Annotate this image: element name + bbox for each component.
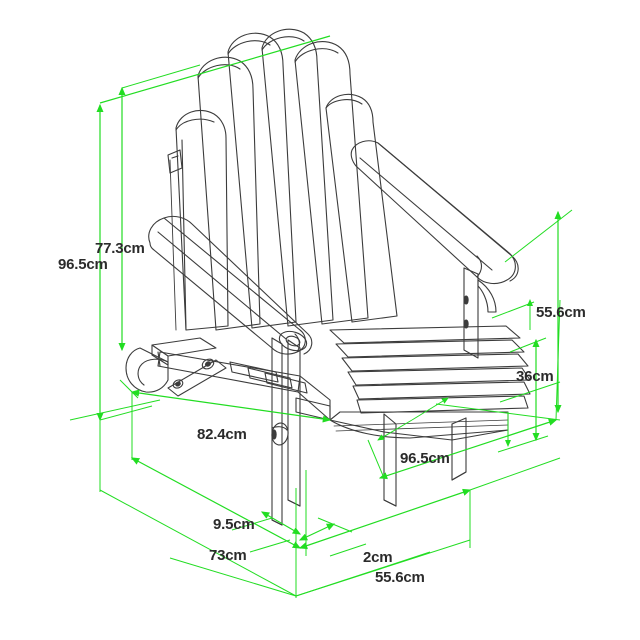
ext-line-depth-left <box>119 379 139 399</box>
left-arm-hinge <box>278 330 308 352</box>
back-slat-3 <box>227 32 297 329</box>
left-small-bracket <box>151 337 217 366</box>
ext-line-95-b <box>249 539 291 553</box>
left-armrest <box>148 215 313 355</box>
left-rear-leg <box>271 337 283 526</box>
dim-label-back-height: 77.3cm <box>95 240 145 257</box>
ext-line-top-inner <box>121 64 201 89</box>
dim-line-seat-width <box>378 418 558 480</box>
back-slat-5 <box>294 41 369 325</box>
dim-label-arm-height: 55.6cm <box>536 304 586 321</box>
ext-line-arm-top <box>504 209 573 263</box>
dim-label-base-depth: 73cm <box>209 547 247 564</box>
seat-rear-slats <box>229 361 308 394</box>
dim-label-seat-width: 96.5cm <box>400 450 450 467</box>
chair-linework <box>125 28 531 526</box>
ext-line-vframe-left <box>169 557 297 597</box>
seat-apron <box>329 413 509 441</box>
dim-arrow-leg-a <box>377 419 413 441</box>
ext-line-bru-1 <box>435 403 561 421</box>
right-front-leg <box>383 413 397 507</box>
dim-line-overall-depth <box>130 389 332 423</box>
seat-slats <box>329 325 531 414</box>
front-stretcher <box>295 397 331 421</box>
left-linkage-bar <box>167 358 227 397</box>
seat-side-rail-left <box>157 351 331 421</box>
dim-line-base-width <box>298 488 472 550</box>
dim-label-seat-height: 36cm <box>516 368 554 385</box>
right-arm-post <box>463 267 479 359</box>
ext-line-left-base-a <box>69 399 161 421</box>
dim-label-base-width: 55.6cm <box>375 569 425 586</box>
left-front-leg <box>287 339 301 507</box>
dim-label-overall-height: 96.5cm <box>58 256 108 273</box>
dim-label-slat-thickness: 2cm <box>363 549 393 566</box>
back-slat-4 <box>261 28 334 327</box>
dim-line-base-depth-outer <box>99 489 297 597</box>
back-slat-6 <box>325 93 398 323</box>
ext-line-seat-height-top <box>509 337 547 353</box>
ext-line-seat-height-bot <box>497 435 549 453</box>
dim-label-overall-depth: 82.4cm <box>197 426 247 443</box>
dim-arrow-leg-b <box>411 397 449 421</box>
ext-line-top-diagonal <box>99 35 331 104</box>
right-rear-leg <box>451 417 467 481</box>
dimension-lines <box>69 35 573 598</box>
ext-line-arm-inner <box>491 301 535 319</box>
dim-label-leg-detail: 9.5cm <box>213 516 255 533</box>
ext-line-95-a <box>231 517 273 531</box>
ext-line-vframe-right <box>295 551 431 597</box>
left-arm-end-knob <box>125 347 169 393</box>
ext-line-br-diag <box>469 457 561 491</box>
right-armrest <box>350 140 519 285</box>
ext-line-seatwidth-a <box>367 439 385 479</box>
ext-line-bru-2 <box>499 381 561 403</box>
ext-line-left-base-b <box>99 405 153 421</box>
ext-line-2cm-a <box>317 517 353 533</box>
right-arm-bracket <box>477 279 497 313</box>
back-slat-1 <box>175 110 229 331</box>
back-bracket-left <box>167 149 183 174</box>
dim-line-leg-detail <box>260 511 302 535</box>
dim-line-base-depth <box>130 457 302 549</box>
ext-line-2cm-b <box>329 543 367 557</box>
leg-knob <box>271 422 289 446</box>
